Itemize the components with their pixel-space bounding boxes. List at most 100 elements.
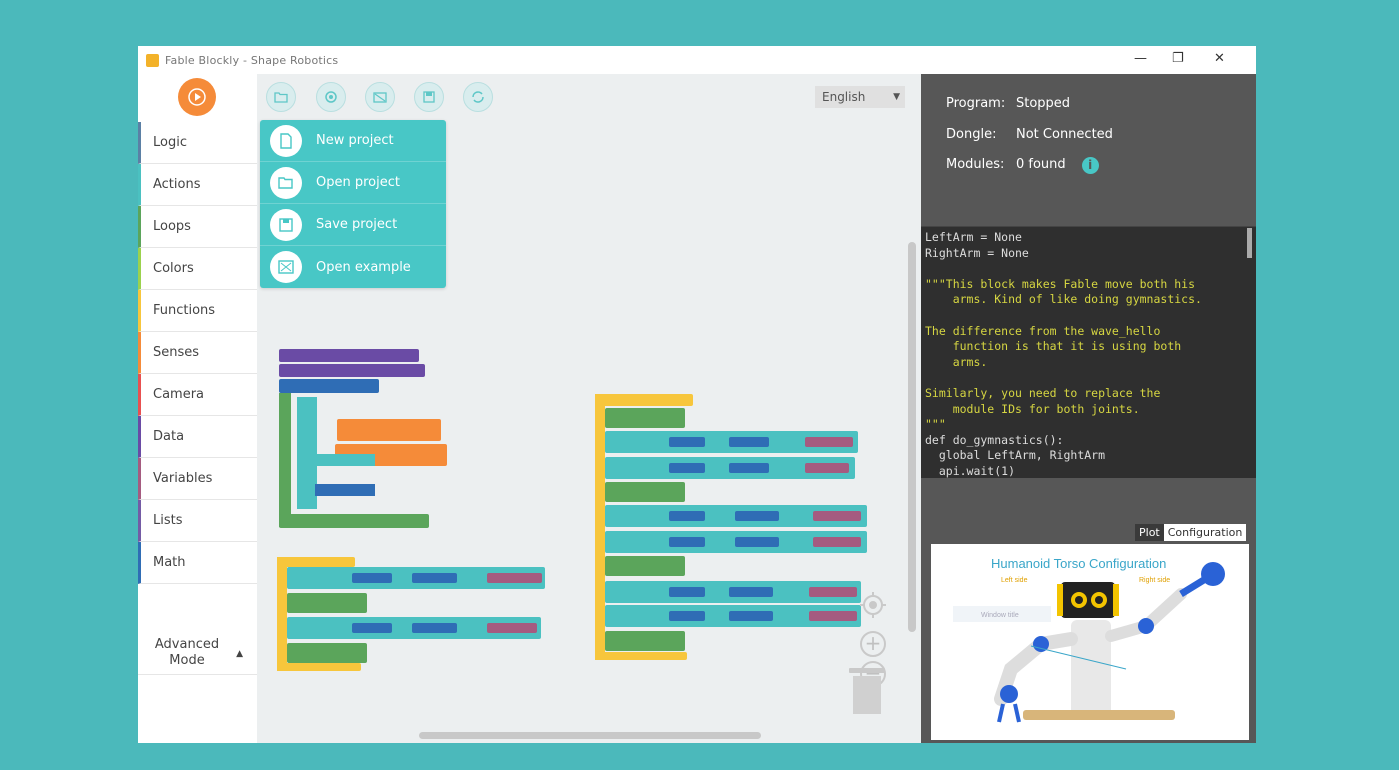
advanced-mode-label: Advanced Mode bbox=[154, 637, 220, 668]
sync-button[interactable] bbox=[463, 82, 493, 112]
category-label: Lists bbox=[153, 513, 183, 528]
tab-configuration[interactable]: Configuration bbox=[1163, 524, 1247, 541]
language-select[interactable]: English ▼ bbox=[815, 86, 905, 108]
robot-head-phone bbox=[1061, 582, 1115, 618]
window-title-input[interactable] bbox=[953, 606, 1051, 622]
category-functions[interactable]: Functions bbox=[138, 290, 257, 332]
language-value: English bbox=[822, 90, 866, 104]
code-scrollbar[interactable] bbox=[1247, 228, 1252, 258]
vertical-scrollbar[interactable] bbox=[908, 242, 916, 632]
block-group-3[interactable] bbox=[595, 394, 867, 660]
code-line: module IDs for both joints. bbox=[925, 401, 1140, 416]
window-title-input-text: Window title bbox=[981, 612, 1019, 619]
close-button[interactable]: ✕ bbox=[1214, 51, 1225, 66]
category-variables[interactable]: Variables bbox=[138, 458, 257, 500]
category-math[interactable]: Math bbox=[138, 542, 257, 584]
window-controls: — ❐ ✕ bbox=[1126, 46, 1256, 74]
menu-item-label: Open project bbox=[316, 175, 400, 190]
status-modules-row: Modules: 0 found i bbox=[946, 157, 1113, 188]
camera-button[interactable] bbox=[365, 82, 395, 112]
advanced-mode-toggle[interactable]: Advanced Mode ▲ bbox=[138, 632, 257, 675]
code-line: api.wait(1) bbox=[925, 463, 1016, 478]
code-line bbox=[925, 308, 1256, 324]
menu-item-save-project[interactable]: Save project bbox=[260, 204, 446, 246]
app-icon bbox=[146, 54, 159, 67]
folder-icon bbox=[274, 92, 288, 103]
category-label: Data bbox=[153, 429, 185, 444]
category-label: Math bbox=[153, 555, 186, 570]
code-line bbox=[925, 370, 1256, 386]
right-side-label: Right side bbox=[1139, 577, 1170, 584]
menu-item-label: New project bbox=[316, 133, 394, 148]
modules-label: Modules: bbox=[946, 157, 1005, 172]
category-loops[interactable]: Loops bbox=[138, 206, 257, 248]
config-title: Humanoid Torso Configuration bbox=[991, 556, 1166, 571]
save-icon bbox=[423, 91, 435, 103]
configuration-panel: Humanoid Torso Configuration Left side R… bbox=[931, 544, 1249, 740]
horizontal-scrollbar[interactable] bbox=[419, 732, 761, 739]
code-line: function is that it is using both bbox=[925, 339, 1182, 354]
category-label: Variables bbox=[153, 471, 213, 486]
code-line bbox=[925, 261, 1256, 277]
modules-value: 0 found bbox=[1016, 157, 1066, 172]
code-line: LeftArm = None bbox=[925, 230, 1022, 244]
app-window: Fable Blockly - Shape Robotics — ❐ ✕ Log… bbox=[138, 46, 1256, 743]
block-group-1[interactable] bbox=[279, 349, 447, 528]
run-button[interactable] bbox=[178, 78, 216, 116]
info-icon[interactable]: i bbox=[1081, 157, 1099, 174]
maximize-button[interactable]: ❐ bbox=[1172, 51, 1184, 66]
dongle-label: Dongle: bbox=[946, 126, 997, 142]
file-button[interactable] bbox=[266, 82, 296, 112]
menu-item-label: Save project bbox=[316, 217, 398, 232]
chevron-down-icon: ▼ bbox=[893, 92, 900, 102]
title-bar: Fable Blockly - Shape Robotics bbox=[138, 46, 921, 74]
trash-icon[interactable] bbox=[847, 666, 887, 716]
play-icon bbox=[188, 88, 206, 106]
category-label: Camera bbox=[153, 387, 205, 402]
category-actions[interactable]: Actions bbox=[138, 164, 257, 206]
status-dongle-row: Dongle: Not Connected bbox=[946, 127, 1113, 158]
tab-plot[interactable]: Plot bbox=[1135, 524, 1164, 541]
category-logic[interactable]: Logic bbox=[138, 122, 257, 164]
code-line: def do_gymnastics(): bbox=[925, 432, 1064, 447]
category-label: Loops bbox=[153, 219, 191, 234]
zoom-in-button[interactable]: + bbox=[860, 631, 886, 657]
category-colors[interactable]: Colors bbox=[138, 248, 257, 290]
program-value: Stopped bbox=[1016, 96, 1071, 111]
camera-icon bbox=[373, 92, 387, 103]
code-line: arms. Kind of like doing gymnastics. bbox=[925, 292, 1202, 307]
window-title: Fable Blockly - Shape Robotics bbox=[165, 54, 339, 67]
menu-item-open-project[interactable]: Open project bbox=[260, 162, 446, 204]
toolbar: English ▼ bbox=[257, 74, 921, 122]
category-label: Actions bbox=[153, 177, 201, 192]
robot-base bbox=[1023, 710, 1175, 720]
menu-item-open-example[interactable]: Open example bbox=[260, 246, 446, 288]
minimize-button[interactable]: — bbox=[1134, 51, 1147, 66]
category-label: Senses bbox=[153, 345, 200, 360]
output-tabs: Plot Configuration bbox=[1135, 524, 1247, 541]
category-data[interactable]: Data bbox=[138, 416, 257, 458]
robot-body bbox=[1071, 620, 1111, 716]
code-line: RightArm = None bbox=[925, 245, 1029, 260]
code-line: The difference from the wave_hello bbox=[925, 323, 1161, 338]
new-file-icon bbox=[270, 124, 302, 157]
category-lists[interactable]: Lists bbox=[138, 500, 257, 542]
settings-button[interactable] bbox=[316, 82, 346, 112]
caret-up-icon: ▲ bbox=[236, 649, 243, 659]
settings-icon bbox=[325, 91, 337, 103]
code-line: global LeftArm, RightArm bbox=[925, 448, 1106, 463]
block-group-2[interactable] bbox=[277, 557, 545, 671]
recenter-icon[interactable] bbox=[860, 592, 886, 618]
block-canvas bbox=[277, 349, 867, 671]
left-side-label: Left side bbox=[1001, 577, 1028, 584]
menu-item-new-project[interactable]: New project bbox=[260, 120, 446, 162]
category-camera[interactable]: Camera bbox=[138, 374, 257, 416]
code-line: """ bbox=[925, 417, 946, 432]
blockly-workspace[interactable]: English ▼ bbox=[257, 74, 921, 743]
save-button[interactable] bbox=[414, 82, 444, 112]
category-senses[interactable]: Senses bbox=[138, 332, 257, 374]
